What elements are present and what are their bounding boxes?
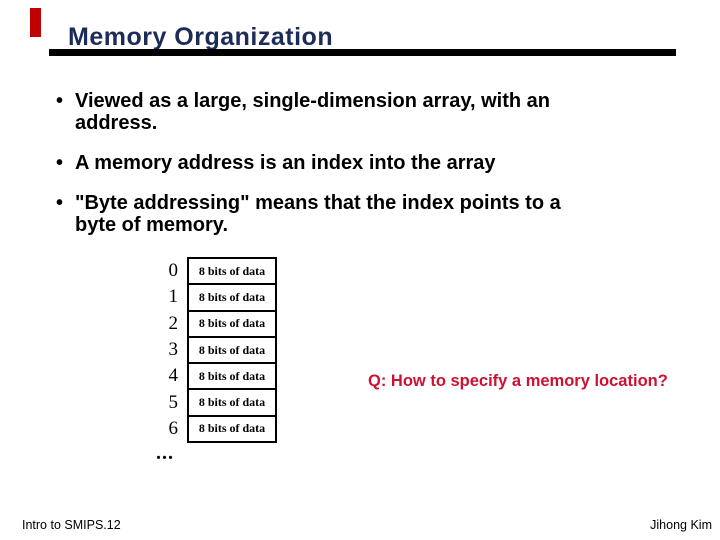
bullet-item: • "Byte addressing" means that the index… [56, 192, 680, 236]
memory-cell: 8 bits of data [187, 414, 277, 444]
footer-course-label: Intro to SMIPS.12 [22, 518, 121, 532]
memory-address-index: 6 [168, 417, 179, 439]
page-title: Memory Organization [68, 23, 334, 51]
memory-address-index: 3 [168, 339, 179, 361]
memory-cell: 8 bits of data [187, 362, 277, 391]
memory-row: 4 8 bits of data [152, 362, 277, 391]
bullet-marker: • [56, 90, 64, 112]
bullet-line: byte of memory. [75, 214, 228, 236]
bullet-line: Viewed as a large, single-dimension arra… [75, 90, 550, 112]
memory-address-index: 2 [168, 312, 179, 334]
footer-author-label: Jihong Kim [650, 518, 712, 532]
bullet-item: • Viewed as a large, single-dimension ar… [56, 90, 680, 134]
memory-address-index: 5 [168, 391, 179, 413]
memory-row: 0 8 bits of data [152, 257, 277, 286]
memory-row: 2 8 bits of data [152, 309, 277, 338]
memory-array-diagram: 0 8 bits of data 1 8 bits of data 2 8 bi… [152, 257, 277, 444]
memory-address-index: 0 [168, 260, 179, 282]
bullet-list: • Viewed as a large, single-dimension ar… [56, 90, 680, 254]
bullet-marker: • [56, 192, 64, 214]
memory-row: 1 8 bits of data [152, 283, 277, 312]
bullet-line: address. [75, 112, 158, 134]
bullet-line: A memory address is an index into the ar… [75, 152, 496, 174]
memory-cell: 8 bits of data [187, 335, 277, 365]
title-underline-rule [49, 49, 676, 56]
bullet-line: "Byte addressing" means that the index p… [75, 192, 561, 214]
memory-address-index: 1 [168, 286, 179, 308]
accent-bar [30, 8, 41, 37]
memory-cell: 8 bits of data [187, 309, 277, 338]
memory-cell: 8 bits of data [187, 257, 277, 286]
bullet-marker: • [56, 152, 64, 174]
memory-ellipsis: ... [156, 442, 174, 464]
memory-row: 5 8 bits of data [152, 388, 277, 417]
question-text: Q: How to specify a memory location? [368, 372, 668, 390]
memory-row: 3 8 bits of data [152, 335, 277, 365]
memory-cell: 8 bits of data [187, 388, 277, 417]
bullet-item: • A memory address is an index into the … [56, 152, 680, 174]
memory-address-index: 4 [168, 365, 179, 387]
memory-cell: 8 bits of data [187, 283, 277, 312]
memory-row: 6 8 bits of data [152, 414, 277, 444]
